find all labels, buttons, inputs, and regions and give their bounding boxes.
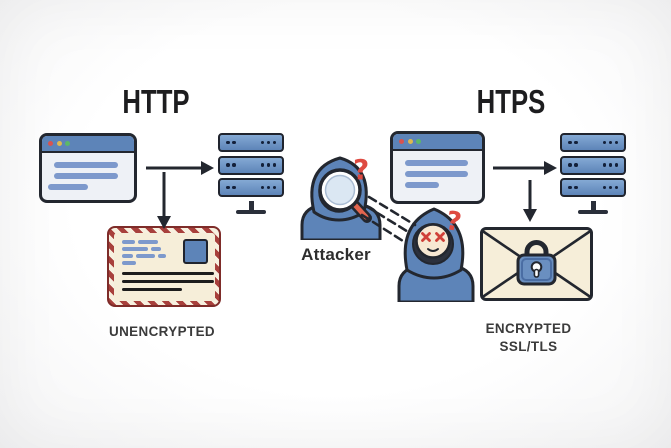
attacker-magnifier-icon: [300, 156, 382, 240]
http-title: HTTP: [122, 83, 190, 120]
http-request-arrow: [146, 161, 214, 175]
server-stack-https: [560, 133, 626, 214]
server-led-group: [602, 163, 618, 167]
server-stand-base: [578, 209, 608, 214]
text-line: [54, 173, 118, 179]
server-led-group: [226, 140, 236, 145]
window-dot-green-icon: [416, 139, 421, 144]
server-unit: [560, 178, 626, 197]
text-line: [405, 171, 468, 177]
postcard-face: [113, 232, 215, 301]
window-dot-yellow-icon: [407, 139, 413, 144]
server-unit: [560, 155, 626, 175]
question-mark: ?: [353, 153, 370, 186]
text-line: [54, 162, 118, 168]
magnifier-lens-icon: [324, 174, 356, 206]
server-led-group: [260, 185, 276, 190]
browser-titlebar: [42, 136, 134, 153]
x-eye-right-icon: [435, 232, 445, 242]
server-led-group: [226, 163, 236, 167]
text-line: [405, 160, 468, 166]
server-unit: [218, 133, 284, 152]
server-unit: [560, 133, 626, 152]
smile: [427, 248, 439, 252]
server-led-group: [226, 185, 236, 190]
window-dot-red-icon: [399, 139, 404, 144]
https-title: HTPS: [476, 83, 546, 120]
padlock-inner-panel: [521, 258, 552, 281]
browser-content: [42, 153, 134, 190]
face: [415, 223, 451, 259]
padlock-shackle: [524, 240, 549, 257]
browser-content: [393, 151, 482, 188]
window-dot-green-icon: [65, 141, 70, 146]
server-led-group: [260, 163, 276, 167]
server-led-group: [568, 140, 578, 145]
server-led-group: [568, 163, 578, 167]
server-stand: [248, 200, 254, 210]
https-message-arrow: [523, 180, 537, 222]
keyhole-stem: [533, 268, 540, 278]
server-led-group: [602, 185, 618, 190]
attacker-x-eyes-icon: [397, 207, 475, 302]
unencrypted-postcard-icon: [107, 226, 221, 307]
text-line: [48, 184, 88, 190]
browser-titlebar: [393, 134, 482, 151]
https-request-arrow: [493, 161, 557, 175]
browser-window-http: [39, 133, 137, 203]
server-stand: [590, 200, 596, 210]
encrypted-envelope-icon: [480, 227, 593, 301]
http-message-arrow: [157, 172, 171, 229]
text-line: [405, 182, 439, 188]
attacker-label: Attacker: [301, 245, 371, 264]
message-line: [121, 271, 214, 275]
encrypted-caption-line2: SSL/TLS: [499, 338, 558, 354]
message-line: [121, 279, 214, 283]
unencrypted-caption: UNENCRYPTED: [108, 323, 216, 339]
window-dot-yellow-icon: [56, 141, 62, 146]
server-led-group: [568, 185, 578, 190]
server-stand-base: [236, 209, 266, 214]
browser-window-https: [390, 131, 485, 204]
postage-stamp-icon: [182, 238, 208, 264]
encrypted-caption: ENCRYPTED SSL/TLS: [466, 319, 591, 355]
x-eye-left-icon: [421, 232, 431, 242]
server-stack-http: [218, 133, 284, 214]
envelope-art: [483, 230, 590, 298]
server-unit: [218, 178, 284, 197]
encrypted-caption-line1: ENCRYPTED: [485, 320, 572, 336]
envelope-flap-lines: [483, 230, 590, 298]
server-led-group: [602, 140, 618, 145]
window-dot-red-icon: [48, 141, 53, 146]
message-line: [121, 287, 182, 291]
server-led-group: [260, 140, 276, 145]
server-unit: [218, 155, 284, 175]
